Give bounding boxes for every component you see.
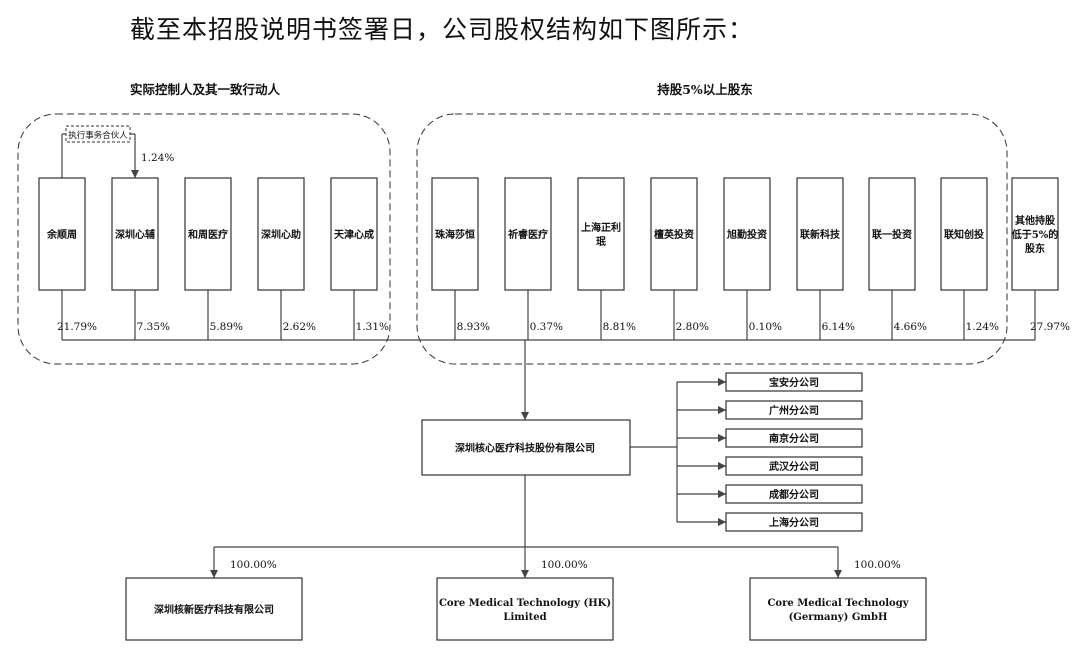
shareholder-box [796, 177, 844, 291]
branch-arrow-head [718, 378, 726, 386]
shareholder-box [577, 177, 625, 291]
shareholder-pct: 8.93% [457, 321, 490, 333]
shareholder-pct: 21.79% [57, 321, 97, 333]
shareholder-box [38, 177, 86, 291]
branch-name: 武汉分公司 [769, 460, 819, 473]
shareholder-name: 祈睿医疗 [508, 228, 548, 241]
branch-name: 广州分公司 [769, 404, 819, 417]
shareholder-name: 余顺周 [46, 228, 77, 241]
controller-group-box [17, 113, 391, 365]
shareholder-name: 檀英投资 [654, 228, 694, 241]
shareholder-box [723, 177, 771, 291]
shareholder-pct: 0.10% [749, 321, 782, 333]
shareholder-pct: 1.24% [966, 321, 999, 333]
subsidiary-name: (Germany) GmbH [789, 612, 888, 623]
subsidiary-pct: 100.00% [230, 559, 277, 571]
branch-box [725, 512, 863, 532]
shareholder-box [330, 177, 378, 291]
shareholder-pct: 2.80% [676, 321, 709, 333]
shareholder-name: 联知创投 [944, 228, 984, 241]
subsidiary-name: Core Medical Technology (HK) [439, 598, 611, 609]
subsidiary-name: 深圳核新医疗科技有限公司 [154, 603, 274, 616]
branch-arrow-head [718, 490, 726, 498]
subsidiary-name: Core Medical Technology [767, 598, 909, 609]
shareholder-box [868, 177, 916, 291]
branch-arrow-head [718, 406, 726, 414]
shareholder-pct: 2.62% [283, 321, 316, 333]
gp-pct: 1.24% [141, 152, 174, 164]
shareholder-pct: 7.35% [137, 321, 170, 333]
shareholder-box [184, 177, 232, 291]
shareholder-pct: 4.66% [894, 321, 927, 333]
branch-box [725, 484, 863, 504]
shareholder-name: 上海正利 [581, 221, 621, 234]
shareholder-box [431, 177, 479, 291]
gp-label: 执行事务合伙人 [68, 130, 128, 141]
branch-box [725, 456, 863, 476]
subsidiary-pct: 100.00% [541, 559, 588, 571]
shareholder-name: 联新科技 [800, 228, 841, 241]
branch-arrow-head [718, 518, 726, 526]
company-arrow-head [521, 412, 529, 420]
shareholder-name: 和周医疗 [187, 228, 228, 241]
shareholder-pct: 1.31% [356, 321, 389, 333]
shareholder-box [111, 177, 159, 291]
branch-name: 上海分公司 [769, 516, 819, 529]
shareholder-name: 深圳心助 [261, 228, 301, 241]
controller-group-title: 实际控制人及其一致行动人 [130, 82, 281, 97]
shareholder-name: 旭勤投资 [726, 228, 767, 241]
company-name: 深圳核心医疗科技股份有限公司 [455, 442, 595, 455]
shareholder-pct: 8.81% [603, 321, 636, 333]
intro-text: 截至本招股说明书签署日，公司股权结构如下图所示： [130, 15, 755, 44]
subsidiary-name: Limited [503, 612, 546, 623]
shareholder-box [257, 177, 305, 291]
branch-box [725, 400, 863, 420]
subsidiary-pct: 100.00% [854, 559, 901, 571]
shareholder-box [1011, 177, 1059, 291]
shareholder-box [940, 177, 988, 291]
shareholder-name: 珠海莎恒 [435, 228, 475, 241]
shareholder-pct: 5.89% [210, 321, 243, 333]
shareholder-name: 联一投资 [872, 228, 912, 241]
gp-label-box [65, 125, 131, 143]
branch-name: 宝安分公司 [769, 376, 819, 389]
shareholder-name: 深圳心辅 [115, 228, 155, 241]
major-shareholder-group-box [416, 113, 1008, 365]
branch-box [725, 428, 863, 448]
subsidiary-arrow-head [834, 570, 842, 578]
major-shareholder-group-title: 持股5%以上股东 [657, 82, 753, 97]
branch-arrow-head [718, 434, 726, 442]
subsidiary-box [125, 577, 303, 641]
branch-arrow-head [718, 462, 726, 470]
subsidiary-arrow-head [210, 570, 218, 578]
shareholder-name: 其他持股 [1015, 214, 1056, 227]
shareholder-name: 天津心成 [334, 228, 374, 241]
shareholder-box [650, 177, 698, 291]
subsidiary-arrow-head [521, 570, 529, 578]
branch-box [725, 372, 863, 392]
shareholder-pct: 27.97% [1030, 321, 1070, 333]
shareholder-pct: 0.37% [530, 321, 563, 333]
branch-name: 成都分公司 [769, 488, 819, 501]
shareholder-name: 低于5%的 [1011, 228, 1058, 241]
gp-arrow-head [131, 170, 139, 178]
company-box [421, 419, 631, 476]
shareholder-name: 珉 [596, 236, 606, 248]
branch-name: 南京分公司 [769, 432, 819, 445]
shareholder-box [504, 177, 552, 291]
shareholder-name: 股东 [1025, 242, 1045, 255]
shareholder-pct: 6.14% [822, 321, 855, 333]
subsidiary-box [749, 577, 927, 641]
subsidiary-box [436, 577, 614, 641]
